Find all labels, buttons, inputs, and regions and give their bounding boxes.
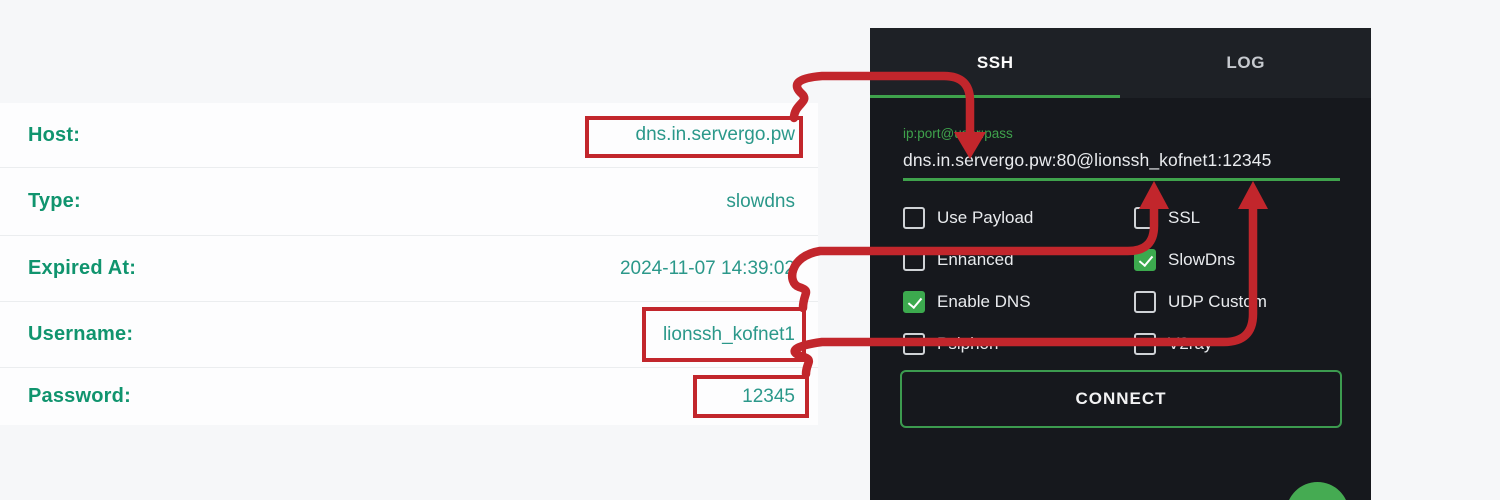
checkbox-use-payload[interactable]: Use Payload (903, 206, 1134, 230)
checkbox-icon[interactable] (903, 207, 925, 229)
checkbox-label: Enable DNS (937, 292, 1031, 311)
connect-button[interactable]: CONNECT (900, 370, 1342, 428)
checkbox-icon[interactable] (1134, 249, 1156, 271)
checkbox-label: Psiphon (937, 334, 999, 353)
checkbox-icon[interactable] (903, 249, 925, 271)
table-row-expired-at: Expired At: 2024-11-07 14:39:02 (0, 236, 818, 302)
credential-label: Type: (28, 190, 81, 212)
credentials-table: Host: dns.in.servergo.pw Type: slowdns E… (0, 103, 818, 425)
checkbox-psiphon[interactable]: Psiphon (903, 332, 1134, 356)
credential-value-type: slowdns (726, 190, 795, 212)
checkbox-label: V2ray (1168, 334, 1213, 353)
table-row-type: Type: slowdns (0, 168, 818, 236)
highlight-box-password (693, 375, 809, 418)
checkbox-icon[interactable] (903, 291, 925, 313)
table-row-host: Host: dns.in.servergo.pw (0, 103, 818, 168)
checkbox-icon[interactable] (1134, 207, 1156, 229)
credential-value-username: lionssh_kofnet1 (662, 323, 795, 345)
checkbox-enable-dns[interactable]: Enable DNS (903, 290, 1134, 314)
highlight-box-host (585, 116, 803, 158)
tab-ssh[interactable]: SSH (976, 53, 1014, 72)
checkbox-v2ray[interactable]: V2ray (1134, 332, 1340, 356)
checkbox-label: Use Payload (937, 208, 1034, 227)
checkbox-enhanced[interactable]: Enhanced (903, 248, 1134, 272)
highlight-box-username (642, 307, 806, 362)
tab-log[interactable]: LOG (1226, 53, 1266, 72)
active-tab-indicator (870, 95, 1120, 98)
credential-label: Host: (28, 123, 81, 146)
checkbox-slowdns[interactable]: SlowDns (1134, 248, 1340, 272)
credential-value-expired-at: 2024-11-07 14:39:02 (619, 257, 795, 279)
credential-label: Password: (28, 385, 131, 407)
ssh-app-panel: SSH LOG ip:port@user:pass dns.in.serverg… (870, 28, 1371, 500)
checkbox-label: SSL (1168, 208, 1201, 227)
credential-label: Username: (28, 323, 134, 345)
input-underline (903, 178, 1340, 181)
tab-bar: SSH LOG (870, 28, 1371, 98)
checkbox-label: UDP Custom (1168, 292, 1267, 311)
ssh-tab-content: ip:port@user:pass dns.in.servergo.pw:80@… (870, 98, 1371, 356)
checkbox-icon[interactable] (1134, 291, 1156, 313)
connection-string-input[interactable]: dns.in.servergo.pw:80@lionssh_kofnet1:12… (903, 150, 1272, 170)
checkbox-icon[interactable] (1134, 333, 1156, 355)
checkbox-udp-custom[interactable]: UDP Custom (1134, 290, 1340, 314)
table-row-username: Username: lionssh_kofnet1 (0, 302, 818, 368)
credential-label: Expired At: (28, 257, 137, 279)
checkbox-label: SlowDns (1168, 250, 1236, 269)
floating-action-button[interactable] (1286, 482, 1349, 500)
checkbox-icon[interactable] (903, 333, 925, 355)
credential-value-password: 12345 (742, 385, 795, 407)
checkbox-ssl[interactable]: SSL (1134, 206, 1340, 230)
connection-input-label: ip:port@user:pass (903, 126, 1013, 141)
checkbox-label: Enhanced (937, 250, 1014, 269)
credential-value-host: dns.in.servergo.pw (635, 124, 795, 145)
options-grid: Use Payload SSL Enhanced SlowDns Enable … (903, 206, 1340, 356)
table-row-password: Password: 12345 (0, 368, 818, 425)
